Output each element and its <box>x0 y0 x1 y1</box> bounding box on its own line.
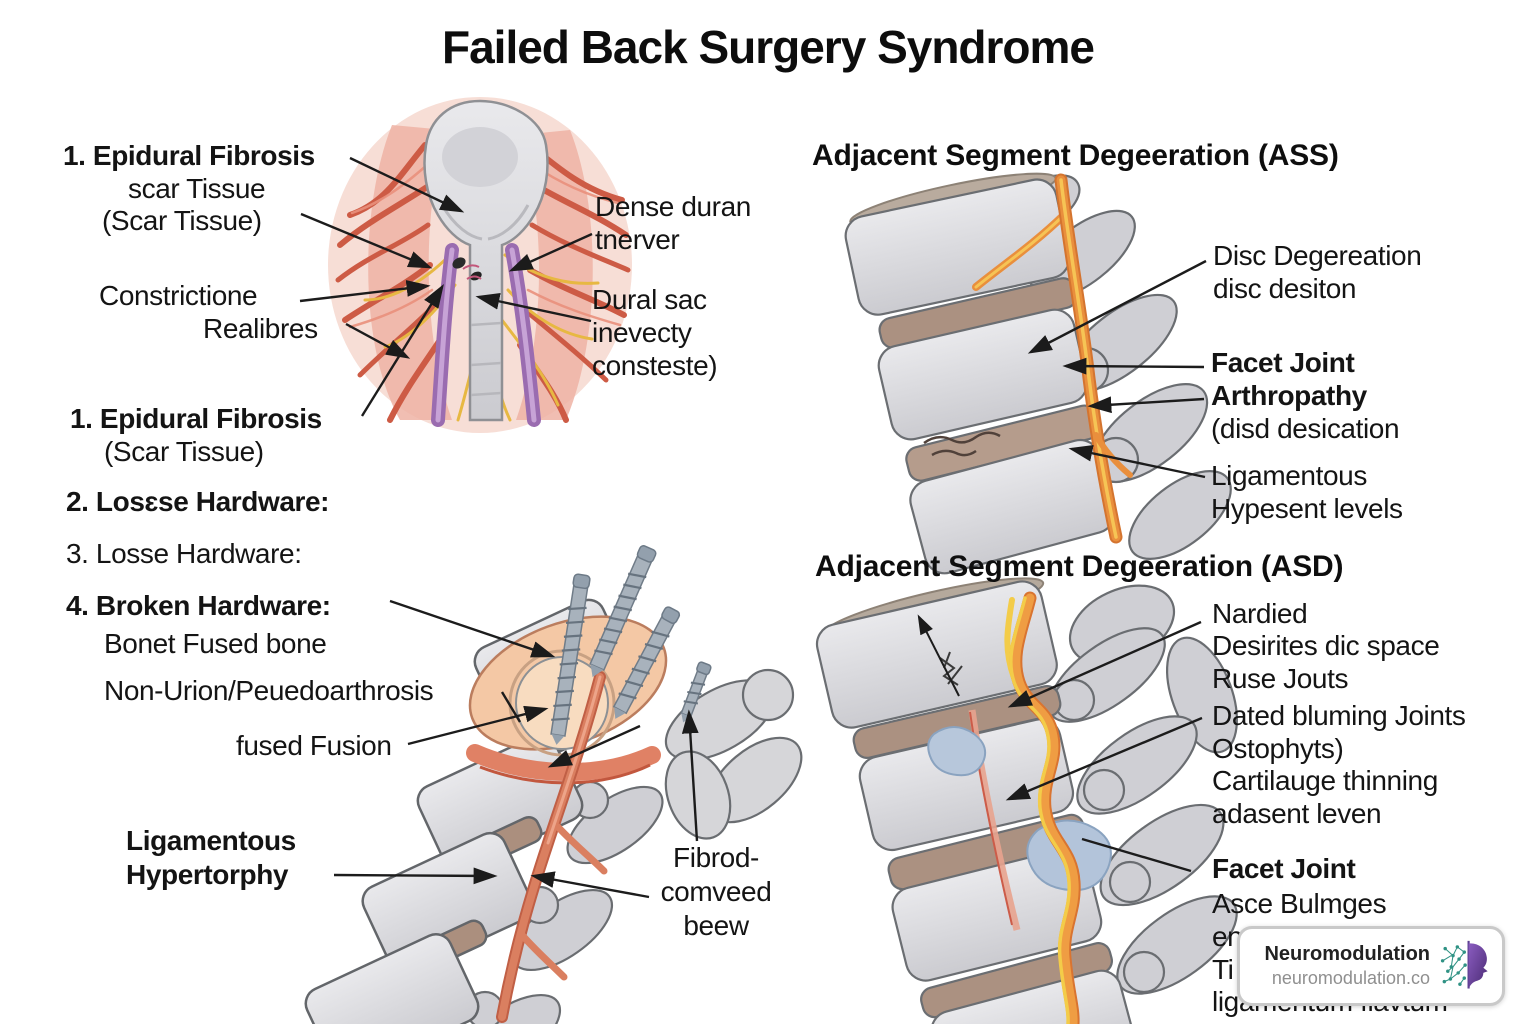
label-narrowed-1: Nardied <box>1212 598 1308 629</box>
label-facet-joint-asd-1: Facet Joint <box>1212 853 1356 884</box>
label-ligamentous-1: Ligamentous <box>126 825 296 856</box>
label-dense-dural-1: Dense duran <box>595 191 751 222</box>
label-fibrod-1: Fibrod- <box>673 842 759 873</box>
label-disc-degeneration-1: Disc Degereation <box>1213 240 1422 271</box>
label-dural-sac-1: Dural sac <box>592 284 707 315</box>
label-facet-joint-asd-4: Ti <box>1212 954 1234 985</box>
fig-adjacent-segment-asd <box>815 577 1238 1024</box>
label-scar-tissue-2: (Scar Tissue) <box>102 205 262 236</box>
label-fibrod-block: Fibrod- comveed beew <box>648 841 784 943</box>
label-dated-joints-3: Cartilauge thinning <box>1212 765 1438 796</box>
label-fused-fusion: fused Fusion <box>236 730 392 761</box>
fig-hardware-fusion <box>304 545 803 1024</box>
wavy-nerve <box>1004 591 1081 1024</box>
disc-cracks <box>923 431 1001 457</box>
label-dural-sac-2: inevecty <box>592 317 692 348</box>
label-disc-degeneration-2: disc desiton <box>1213 273 1357 304</box>
label-fibrod-2: comveed <box>660 876 772 907</box>
label-dated-joints-1: Dated bluming Joints <box>1212 700 1466 731</box>
label-constriction: Constrictione <box>99 280 258 311</box>
label-facet-joint-2: Arthropathy <box>1211 380 1367 411</box>
neuromodulation-logo-icon <box>1440 940 1488 989</box>
label-dated-joints-4: adasent leven <box>1212 798 1382 829</box>
constriction-marks <box>452 257 482 281</box>
label-epidural-fibrosis-2: 1. Epidural Fibrosis <box>70 403 322 434</box>
label-bonet-fused-bone: Bonet Fused bone <box>104 628 327 659</box>
label-dural-sac-3: consteste) <box>592 350 718 381</box>
label-facet-joint-1: Facet Joint <box>1211 347 1355 378</box>
brand-name: Neuromodulation <box>1264 943 1430 966</box>
pedicle-screws <box>550 545 712 745</box>
heading-ass: Adjacent Segment Degeeration (ASS) <box>812 139 1339 172</box>
label-scar-tissue-3: (Scar Tissue) <box>104 436 264 467</box>
label-constriction-2: Realibres <box>203 313 318 344</box>
heading-asd: Adjacent Segment Degeeration (ASD) <box>815 550 1344 583</box>
label-narrowed-3: Ruse Jouts <box>1212 663 1349 694</box>
label-facet-joint-3: (disd desication <box>1211 413 1400 444</box>
list-item-broken-hardware: 4. Broken Hardware: <box>66 590 331 621</box>
annotation-arrows <box>299 156 1207 899</box>
fig-epidural-fibrosis <box>328 97 632 433</box>
ligament-band <box>496 671 608 1023</box>
label-dense-dural-2: tnerver <box>595 224 680 255</box>
label-ligamentous-ass-2: Hypesent levels <box>1211 493 1403 524</box>
label-dated-joints-2: Ostophyts) <box>1212 733 1344 764</box>
label-ligamentous-2: Hypertorphy <box>126 859 289 890</box>
label-nonunion: Non-Urion/Peuedoarthrosis <box>104 675 434 706</box>
fig-adjacent-segment-ass <box>844 172 1232 575</box>
list-item-loose-hardware-3: 3. Losse Hardware: <box>66 538 302 569</box>
list-item-loose-hardware-2: 2. Losɛse Hardware: <box>66 486 330 517</box>
watermark-card: Neuromodulation neuromodulation.co <box>1237 926 1505 1006</box>
label-fibrod-3: beew <box>683 910 749 941</box>
brand-url: neuromodulation.co <box>1271 968 1430 989</box>
page-title: Failed Back Surgery Syndrome <box>441 21 1095 73</box>
vertebra-bone <box>423 99 549 422</box>
label-scar-tissue-1: scar Tissue <box>128 173 266 204</box>
label-ligamentous-ass-1: Ligamentous <box>1211 460 1367 491</box>
label-epidural-fibrosis-1: 1. Epidural Fibrosis <box>63 140 315 171</box>
label-facet-joint-asd-2: Asce Bulmges <box>1212 888 1387 919</box>
label-narrowed-2: Desirites dic space <box>1212 630 1440 661</box>
